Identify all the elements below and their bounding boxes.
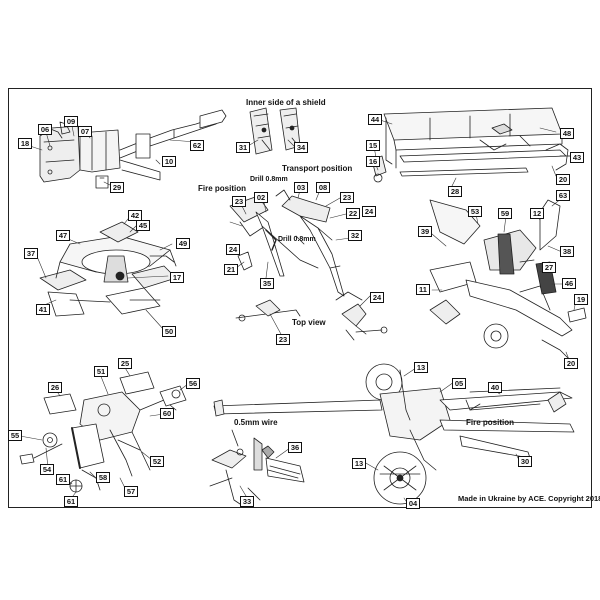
part-label-45: 45	[136, 220, 150, 231]
part-label-52: 52	[150, 456, 164, 467]
part-label-12: 12	[530, 208, 544, 219]
title-wire: 0.5mm wire	[234, 418, 278, 427]
part-label-61-a: 61	[56, 474, 70, 485]
part-label-50: 50	[162, 326, 176, 337]
part-label-58: 58	[96, 472, 110, 483]
part-label-09: 09	[64, 116, 78, 127]
part-label-16: 16	[366, 156, 380, 167]
part-label-51: 51	[94, 366, 108, 377]
part-label-27: 27	[542, 262, 556, 273]
part-label-57: 57	[124, 486, 138, 497]
part-label-13-bottom: 13	[352, 458, 366, 469]
panel-shield-inner	[249, 107, 301, 155]
part-label-59: 59	[498, 208, 512, 219]
part-label-03: 03	[294, 182, 308, 193]
part-label-06: 06	[38, 124, 52, 135]
part-label-40: 40	[488, 382, 502, 393]
part-label-42: 42	[128, 210, 142, 221]
part-label-44: 44	[368, 114, 382, 125]
title-inner-side-of-shield: Inner side of a shield	[246, 98, 326, 107]
part-label-11: 11	[416, 284, 430, 295]
part-label-29: 29	[110, 182, 124, 193]
part-label-37: 37	[24, 248, 38, 259]
title-fire-position-left: Fire position	[198, 184, 246, 193]
part-label-15: 15	[366, 140, 380, 151]
part-label-48: 48	[560, 128, 574, 139]
part-label-60: 60	[160, 408, 174, 419]
part-label-32: 32	[348, 230, 362, 241]
part-label-35: 35	[260, 278, 274, 289]
part-label-47: 47	[56, 230, 70, 241]
copyright-footer: Made in Ukraine by ACE. Copyright 2018.	[458, 494, 600, 503]
part-label-55: 55	[8, 430, 22, 441]
part-label-04: 04	[406, 498, 420, 509]
part-label-08: 08	[316, 182, 330, 193]
part-label-54: 54	[40, 464, 54, 475]
panel-gun-side-view	[213, 363, 575, 505]
title-transport-position: Transport position	[282, 164, 353, 173]
part-label-20-mid: 20	[564, 358, 578, 369]
part-label-17: 17	[170, 272, 184, 283]
panel-carriage-top	[39, 221, 177, 317]
part-label-13-top: 13	[414, 362, 428, 373]
panel-rear-carriage	[429, 199, 587, 361]
part-label-49: 49	[176, 238, 190, 249]
part-label-24-b: 24	[226, 244, 240, 255]
part-label-24-c: 24	[370, 292, 384, 303]
part-label-41: 41	[36, 304, 50, 315]
part-label-18: 18	[18, 138, 32, 149]
note-drill-upper: Drill 0.8mm	[250, 176, 288, 183]
part-label-43: 43	[570, 152, 584, 163]
panel-transport	[371, 107, 573, 183]
title-top-view: Top view	[292, 318, 326, 327]
panel-wire-detail	[209, 429, 305, 505]
part-label-05: 05	[452, 378, 466, 389]
panel-breech	[19, 371, 187, 493]
part-label-21: 21	[224, 264, 238, 275]
part-label-31: 31	[236, 142, 250, 153]
part-label-28: 28	[448, 186, 462, 197]
part-label-61-b: 61	[64, 496, 78, 507]
part-label-33: 33	[240, 496, 254, 507]
part-label-26: 26	[48, 382, 62, 393]
part-label-07: 07	[78, 126, 92, 137]
part-label-10: 10	[162, 156, 176, 167]
part-label-34: 34	[294, 142, 308, 153]
panel-shield-barrel	[39, 109, 227, 189]
part-label-24-a: 24	[362, 206, 376, 217]
part-label-46: 46	[562, 278, 576, 289]
part-label-38: 38	[560, 246, 574, 257]
part-label-53: 53	[468, 206, 482, 217]
part-label-62: 62	[190, 140, 204, 151]
part-label-23-a: 23	[232, 196, 246, 207]
part-label-25: 25	[118, 358, 132, 369]
part-label-23-b: 23	[340, 192, 354, 203]
part-label-63: 63	[556, 190, 570, 201]
part-label-39: 39	[418, 226, 432, 237]
part-label-22: 22	[346, 208, 360, 219]
part-label-36: 36	[288, 442, 302, 453]
title-fire-position-right: Fire position	[466, 418, 514, 427]
part-label-56: 56	[186, 378, 200, 389]
part-label-20-top: 20	[556, 174, 570, 185]
part-label-23-c: 23	[276, 334, 290, 345]
part-label-02: 02	[254, 192, 268, 203]
part-label-30: 30	[518, 456, 532, 467]
part-label-19: 19	[574, 294, 588, 305]
note-drill-lower: Drill 0.8mm	[278, 236, 316, 243]
